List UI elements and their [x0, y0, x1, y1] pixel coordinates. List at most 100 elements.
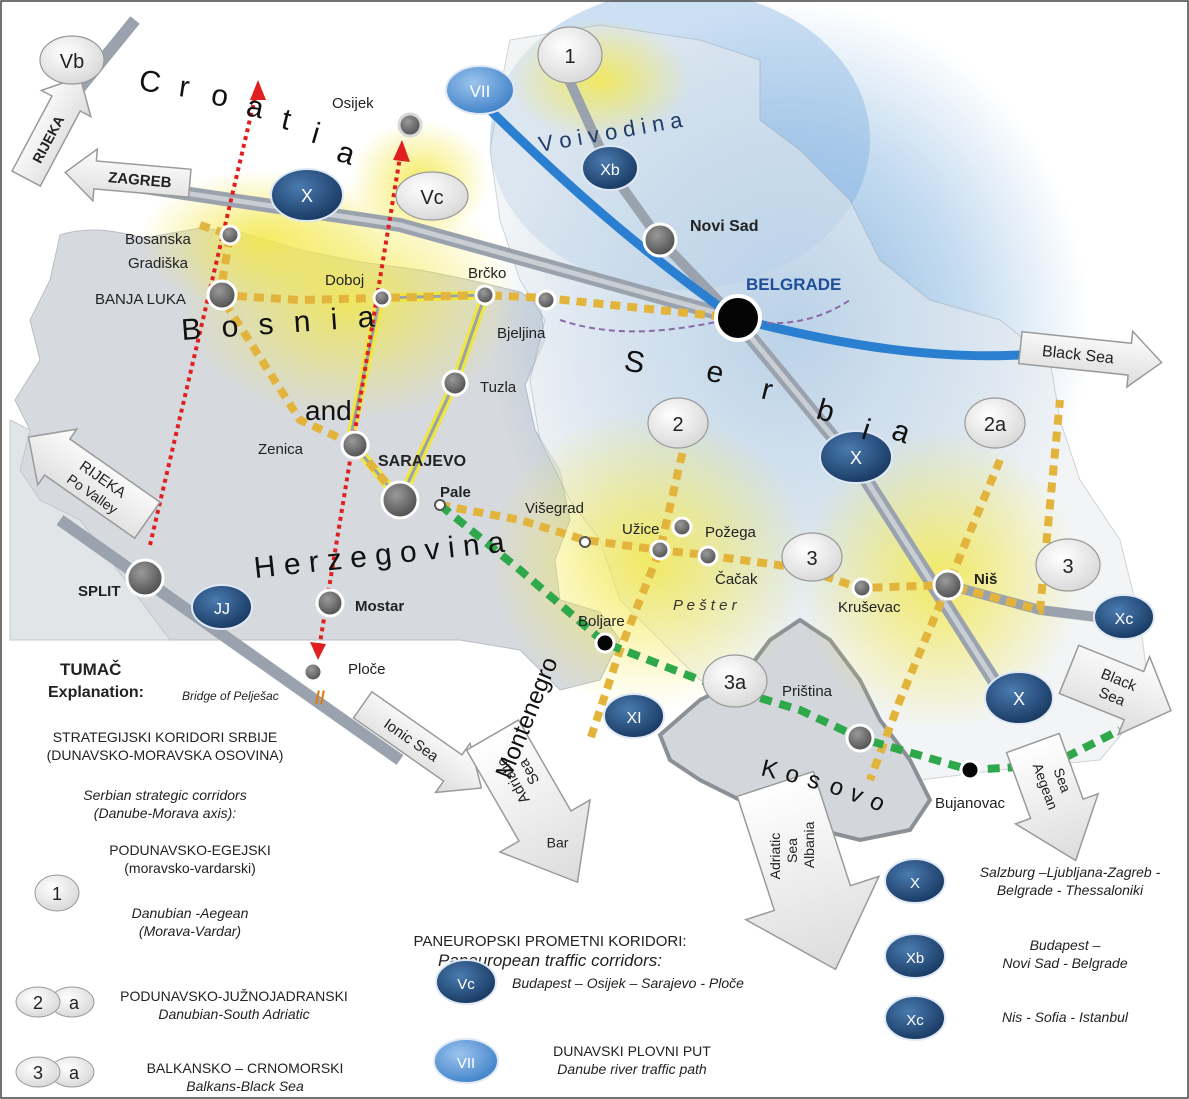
badge-xi: XI	[603, 693, 665, 739]
svg-text:Xc: Xc	[906, 1012, 924, 1029]
label-banja-luka: BANJA LUKA	[95, 291, 186, 308]
legend-badge-xb: Xb	[884, 933, 946, 979]
city-dot-pozega	[697, 545, 719, 567]
label-mostar: Mostar	[355, 598, 404, 615]
legend-vc-text: Budapest – Osijek – Sarajevo - Ploče	[512, 975, 744, 991]
badge-x-mid: X	[819, 430, 893, 484]
city-dot-sarajevo	[380, 480, 420, 520]
svg-text:Xb: Xb	[600, 162, 620, 179]
legend-xb-text-2: Novi Sad - Belgrade	[1002, 955, 1128, 971]
label-zenica: Zenica	[258, 441, 304, 458]
legend-c3-en: Balkans-Black Sea	[186, 1078, 304, 1094]
corridor-3a-line	[437, 501, 1122, 775]
legend-badge-xc: Xc	[884, 995, 946, 1041]
city-dot-banja-luka	[206, 279, 238, 311]
city-dot-doboj	[372, 288, 392, 308]
arrow-aegean-sea: Aegean Sea	[1005, 732, 1100, 862]
city-dot-mostar	[315, 588, 345, 618]
badge-2: 2	[647, 397, 709, 449]
arrow-black-sea-right: Black Sea	[1058, 644, 1172, 737]
label-bujanovac: Bujanovac	[935, 795, 1006, 812]
svg-text:2: 2	[672, 414, 683, 436]
legend-strategic-2: (DUNAVSKO-MORAVSKA OSOVINA)	[47, 747, 284, 763]
legend-vii-text: DUNAVSKI PLOVNI PUT	[553, 1043, 711, 1059]
label-boljare: Boljare	[578, 613, 625, 630]
legend-c2-title: PODUNAVSKO-JUŽNOJADRANSKI	[120, 988, 348, 1004]
svg-text:Xc: Xc	[1115, 611, 1134, 628]
city-dot-krusevac	[851, 577, 873, 599]
legend-c1-en: Danubian -Aegean	[132, 905, 249, 921]
svg-text:Sea: Sea	[784, 838, 800, 863]
svg-text:X: X	[301, 186, 313, 206]
svg-text:3: 3	[1062, 556, 1073, 578]
map-badges: Vb 1 VII Xb X Vc 2 2a X 3 3 Xc X 3a XI J…	[39, 26, 1155, 739]
city-dot-bujanovac	[959, 759, 981, 781]
svg-text:3: 3	[33, 1063, 43, 1083]
city-dot-uzice	[671, 516, 693, 538]
svg-text:VII: VII	[457, 1055, 475, 1072]
city-dot-pristina	[845, 723, 875, 753]
label-croatia: C r o a t i a	[137, 64, 359, 172]
glow-uzice	[490, 410, 810, 710]
label-pozega: Požega	[705, 524, 757, 541]
legend-c1-en-2: (Morava-Vardar)	[139, 923, 241, 939]
label-bjeljina: Bjeljina	[497, 325, 546, 342]
label-doboj: Doboj	[325, 272, 364, 289]
bridge-mark: //	[315, 688, 325, 708]
svg-text:XI: XI	[626, 710, 641, 727]
label-osijek: Osijek	[332, 95, 374, 112]
legend-badge-x: X	[884, 858, 946, 904]
badge-xb: Xb	[581, 145, 639, 191]
red-corridor-left	[148, 84, 260, 546]
legend-c3-title: BALKANSKO – CRNOMORSKI	[147, 1060, 344, 1076]
label-nis: Niš	[974, 571, 997, 588]
label-pristina: Priština	[782, 683, 833, 700]
legend-title-en: Explanation:	[48, 684, 144, 701]
city-dot-novi-sad	[642, 222, 678, 258]
svg-text:Vc: Vc	[457, 976, 475, 993]
city-dot-uzice-2	[649, 539, 671, 561]
legend-badge-vc: Vc	[435, 959, 497, 1005]
badge-2a: 2a	[964, 397, 1026, 449]
badge-x-south: X	[984, 671, 1054, 725]
legend-strategic-en-2: (Danube-Morava axis):	[94, 805, 236, 821]
legend-xc-text: Nis - Sofia - Istanbul	[1002, 1009, 1129, 1025]
badge-x-north: X	[270, 168, 344, 222]
city-dot-gradiska	[219, 224, 241, 246]
svg-text:2a: 2a	[984, 414, 1007, 436]
svg-text:r: r	[177, 70, 191, 104]
label-brcko: Brčko	[468, 265, 506, 282]
svg-text:a: a	[244, 90, 267, 126]
svg-text:2: 2	[33, 993, 43, 1013]
legend-pan: PANEUROPSKI PROMETNI KORIDORI:	[413, 933, 686, 950]
city-dot-zenica	[340, 430, 370, 460]
label-novi-sad: Novi Sad	[690, 218, 758, 235]
city-dot-visegrad	[579, 536, 591, 548]
label-bridge: Bridge of Pelješac	[182, 689, 279, 703]
badge-xc: Xc	[1093, 594, 1155, 640]
svg-text:3a: 3a	[724, 672, 747, 694]
label-split: SPLIT	[78, 583, 121, 600]
corridor-jj-line	[56, 515, 404, 765]
legend-c1-title-2: (moravsko-vardarski)	[124, 860, 255, 876]
badge-vb: Vb	[39, 35, 105, 85]
label-ploce: Ploče	[348, 661, 386, 678]
arrow-adriatic-bar: Adriatic Sea Bar	[465, 719, 592, 884]
city-dot-bjeljina	[535, 289, 557, 311]
label-uzice: Užice	[622, 521, 660, 538]
svg-text:o: o	[209, 78, 231, 113]
badge-1: 1	[537, 26, 603, 84]
legend-badge-3a: 3 a	[15, 1056, 95, 1088]
city-dot-split	[125, 558, 165, 598]
badge-vc: Vc	[395, 171, 469, 221]
label-belgrade: BELGRADE	[746, 275, 841, 294]
city-dot-boljare	[594, 632, 616, 654]
svg-text:a: a	[69, 1063, 80, 1083]
arrow-zagreb: ZAGREB	[64, 147, 192, 203]
label-sarajevo: SARAJEVO	[378, 453, 466, 470]
svg-text:1: 1	[564, 46, 575, 68]
city-dot-pale	[434, 499, 446, 511]
legend-badge-2a: 2 a	[15, 986, 95, 1018]
legend-strategic: STRATEGIJSKI KORIDORI SRBIJE	[53, 729, 278, 745]
